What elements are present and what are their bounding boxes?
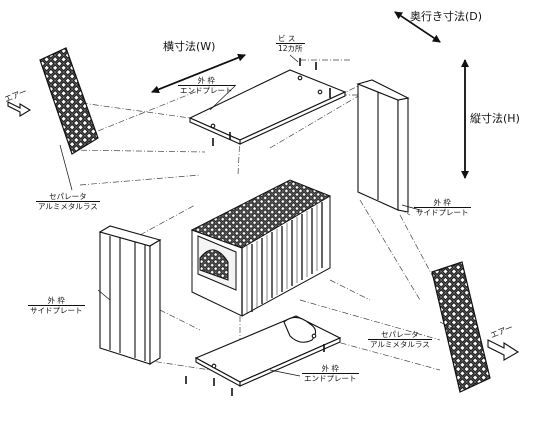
separator-right-label: セパレータ アルミメタルラス xyxy=(368,330,432,349)
leader-lines xyxy=(59,54,456,377)
end-plate-bottom-label: 外 枠 エンドプレート xyxy=(302,364,359,383)
separator-left-label: セパレータ アルミメタルラス xyxy=(36,192,100,211)
depth-dimension-label: 奥行き寸法(D) xyxy=(410,10,483,23)
side-plate-left xyxy=(98,225,162,365)
separator-mesh-right xyxy=(431,261,491,393)
side-plate-right-label: 外 枠 サイドプレート xyxy=(414,198,471,217)
end-plate-top xyxy=(188,58,347,146)
end-plate-bottom xyxy=(185,315,342,396)
height-dimension-label: 縦寸法(H) xyxy=(470,112,520,125)
end-plate-top-label: 外 枠 エンドプレート xyxy=(178,76,235,95)
dimension-arrows xyxy=(151,11,469,179)
screw-label: ビ ス 12カ所 xyxy=(276,34,305,53)
separator-mesh-left xyxy=(39,47,99,155)
width-dimension-label: 横寸法(W) xyxy=(163,40,216,53)
side-plate-left-label: 外 枠 サイドプレート xyxy=(28,296,85,315)
filter-element xyxy=(190,179,332,317)
side-plate-right xyxy=(356,79,410,213)
airflow-arrows xyxy=(7,101,520,361)
